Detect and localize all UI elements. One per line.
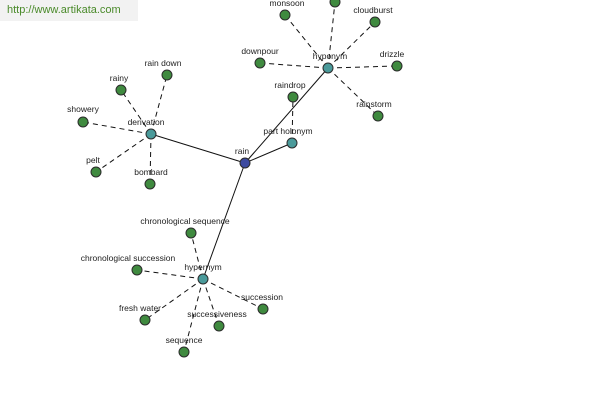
edge-derivation-rain_down [150,74,168,135]
node-hyponym-top[interactable] [329,0,341,8]
edge-derivation-showery [82,121,152,135]
node-label-downpour: downpour [241,46,279,56]
node-label-hypernym: hypernym [184,262,221,272]
node-chronological-succession[interactable] [131,264,143,276]
node-label-chronological-succession: chronological succession [81,253,176,263]
node-rainy[interactable] [115,84,127,96]
node-downpour[interactable] [254,57,266,69]
edge-part_holonym-raindrop [291,96,294,144]
node-chronological-sequence[interactable] [185,227,197,239]
node-part-holonym[interactable] [286,137,298,149]
edge-rain-derivation [150,133,246,164]
edge-hypernym-chronological_succession [136,269,204,280]
node-label-successiveness: successiveness [187,309,247,319]
edge-hyponym-downpour [259,62,329,69]
node-label-chronological-sequence: chronological sequence [140,216,230,226]
node-label-hyponym: hyponym [313,51,348,61]
node-bombard[interactable] [144,178,156,190]
node-fresh-water[interactable] [139,314,151,326]
edge-hyponym-monsoon [284,14,329,69]
node-label-drizzle: drizzle [380,49,405,59]
node-label-derivation: derivation [128,117,165,127]
edge-hypernym-fresh_water [144,278,204,321]
node-sequence[interactable] [178,346,190,358]
node-label-pelt: pelt [86,155,100,165]
node-label-fresh-water: fresh water [119,303,161,313]
nodes-layer [77,0,403,358]
edge-rain-part_holonym [244,142,293,164]
node-label-bombard: bombard [134,167,168,177]
node-cloudburst[interactable] [369,16,381,28]
edge-rain-hyponym [244,67,329,164]
node-rain[interactable] [239,157,251,169]
node-raindrop[interactable] [287,91,299,103]
edge-hypernym-sequence [183,278,204,353]
edge-hyponym-drizzle [327,65,398,69]
node-showery[interactable] [77,116,89,128]
node-successiveness[interactable] [213,320,225,332]
node-label-rainy: rainy [110,73,129,83]
node-label-monsoon: monsoon [270,0,305,8]
node-derivation[interactable] [145,128,157,140]
node-label-succession: succession [241,292,283,302]
node-pelt[interactable] [90,166,102,178]
edge-hypernym-succession [202,278,264,310]
edge-hyponym-cloudburst [327,21,376,69]
edge-derivation-rainy [120,89,152,135]
node-hypernym[interactable] [197,273,209,285]
node-hyponym[interactable] [322,62,334,74]
node-monsoon[interactable] [279,9,291,21]
node-label-part-holonym: part holonym [263,126,312,136]
node-rain-down[interactable] [161,69,173,81]
edge-hypernym-chronological_sequence [190,232,204,280]
node-drizzle[interactable] [391,60,403,72]
node-succession[interactable] [257,303,269,315]
labels-layer: rain derivation hyponym part holonym hyperny… [67,0,404,345]
edge-rain-hypernym [202,162,246,280]
watermark-url[interactable]: http://www.artikata.com [0,0,138,21]
node-label-cloudburst: cloudburst [353,5,393,15]
node-label-rainstorm: rainstorm [356,99,391,109]
edge-derivation-pelt [95,133,152,173]
edges-layer [82,1,398,353]
node-label-sequence: sequence [166,335,203,345]
node-label-showery: showery [67,104,99,114]
node-label-rain-down: rain down [145,58,182,68]
edge-hyponym-rainstorm [327,67,379,117]
edge-hyponym-hyponym_top [327,1,336,69]
node-label-raindrop: raindrop [274,80,305,90]
node-rainstorm[interactable] [372,110,384,122]
node-label-rain: rain [235,146,249,156]
